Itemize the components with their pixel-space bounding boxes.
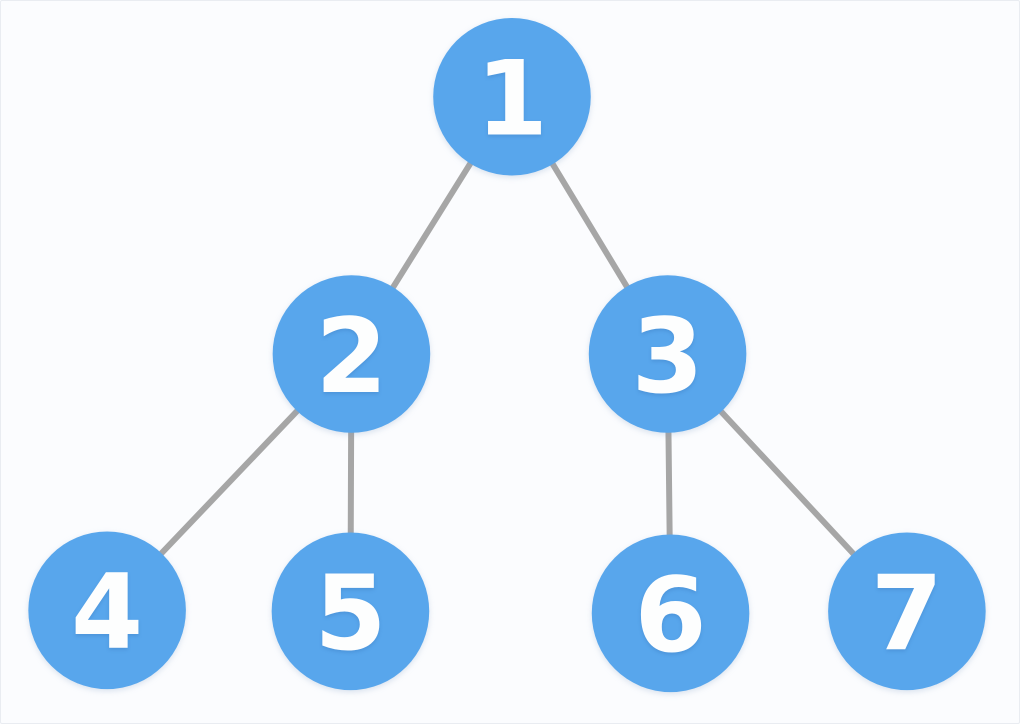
node-circle-7 [828, 532, 986, 691]
node-label-2: 2 [315, 297, 387, 417]
node-circle-1 [433, 17, 591, 176]
tree-node-5: 5 [271, 532, 430, 691]
node-circle-3 [588, 275, 747, 433]
node-circle-6 [591, 534, 750, 693]
tree-node-4: 4 [28, 531, 186, 690]
node-circle-4 [28, 531, 186, 690]
tree-node-1: 1 [433, 17, 591, 176]
node-label-7: 7 [871, 554, 943, 674]
node-label-6: 6 [634, 556, 706, 676]
node-label-4: 4 [71, 553, 143, 673]
tree-node-7: 7 [828, 532, 986, 691]
node-circle-5 [271, 532, 430, 691]
node-circle-2 [272, 275, 431, 433]
node-label-3: 3 [631, 297, 703, 417]
tree-nodes: 1 2 3 4 5 6 7 [28, 17, 986, 693]
node-label-5: 5 [314, 554, 386, 674]
tree-node-3: 3 [588, 275, 747, 433]
tree-node-2: 2 [272, 275, 431, 433]
tree-node-6: 6 [591, 534, 750, 693]
node-label-1: 1 [476, 40, 548, 160]
